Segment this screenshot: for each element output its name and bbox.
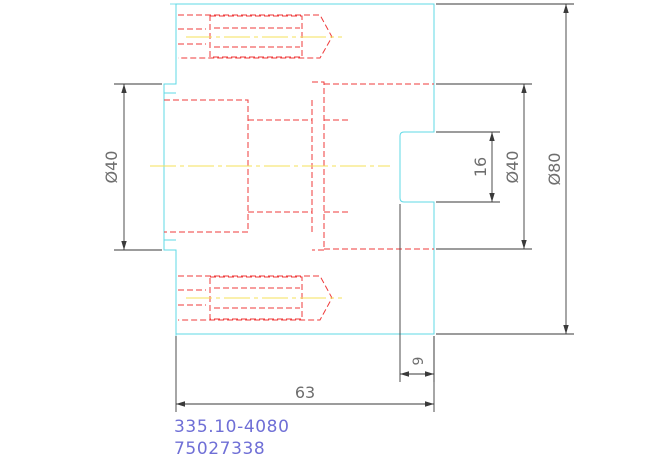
length-label: 63 [295,383,315,402]
outer-diameter-label: Ø80 [545,153,564,186]
slot-width-label: 16 [471,157,490,177]
hidden-edges [164,14,434,321]
centerlines [150,36,390,299]
order-number: 75027338 [174,439,266,459]
part-outline [163,3,435,340]
slot-depth-label: 9 [411,357,427,366]
title-block: 335.10-4080 75027338 [174,416,474,460]
left-diameter-label: Ø40 [102,151,121,184]
center-step [248,119,312,213]
dimension-lines [114,3,574,412]
right-diameter-label: Ø40 [503,151,522,184]
part-number: 335.10-4080 [174,417,290,437]
